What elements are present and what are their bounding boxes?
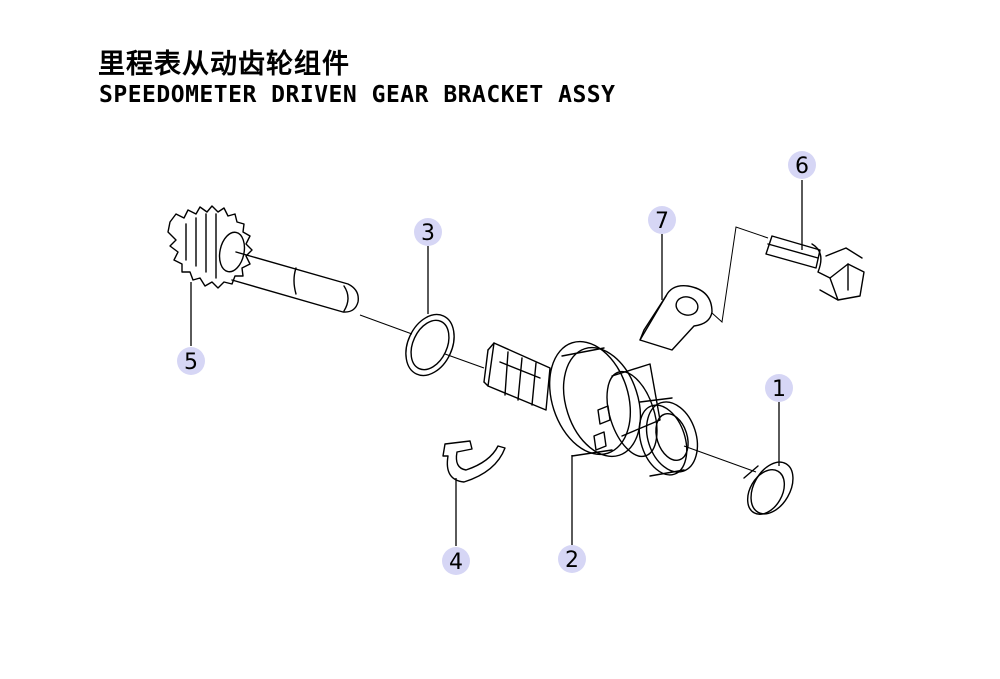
callout-3: 3 — [414, 218, 442, 246]
callout-2: 2 — [558, 545, 586, 573]
callout-6: 6 — [788, 151, 816, 179]
part-4-retaining-clip — [442, 440, 506, 483]
callout-1: 1 — [765, 374, 793, 402]
callout-6-number: 6 — [795, 154, 809, 179]
callout-7: 7 — [648, 206, 676, 234]
part-6-bolt — [765, 235, 865, 301]
callout-1-number: 1 — [772, 377, 786, 402]
part-1-cap — [743, 461, 794, 515]
part-2-gear-bracket — [483, 340, 699, 477]
part-3-o-ring — [405, 313, 455, 377]
callout-5-number: 5 — [184, 350, 198, 375]
callout-2-number: 2 — [565, 548, 579, 573]
part-7-lock-plate — [639, 285, 713, 351]
callout-5: 5 — [177, 347, 205, 375]
callout-4: 4 — [442, 547, 470, 575]
callout-leaders — [190, 180, 803, 546]
callout-3-number: 3 — [421, 221, 435, 246]
part-5-driven-gear-shaft — [167, 205, 359, 313]
callout-4-number: 4 — [449, 550, 463, 575]
alignment-lines — [359, 226, 769, 473]
callout-7-number: 7 — [655, 209, 669, 234]
diagram-title-english: SPEEDOMETER DRIVEN GEAR BRACKET ASSY — [99, 82, 616, 108]
diagram-title-chinese: 里程表从动齿轮组件 — [98, 49, 350, 80]
